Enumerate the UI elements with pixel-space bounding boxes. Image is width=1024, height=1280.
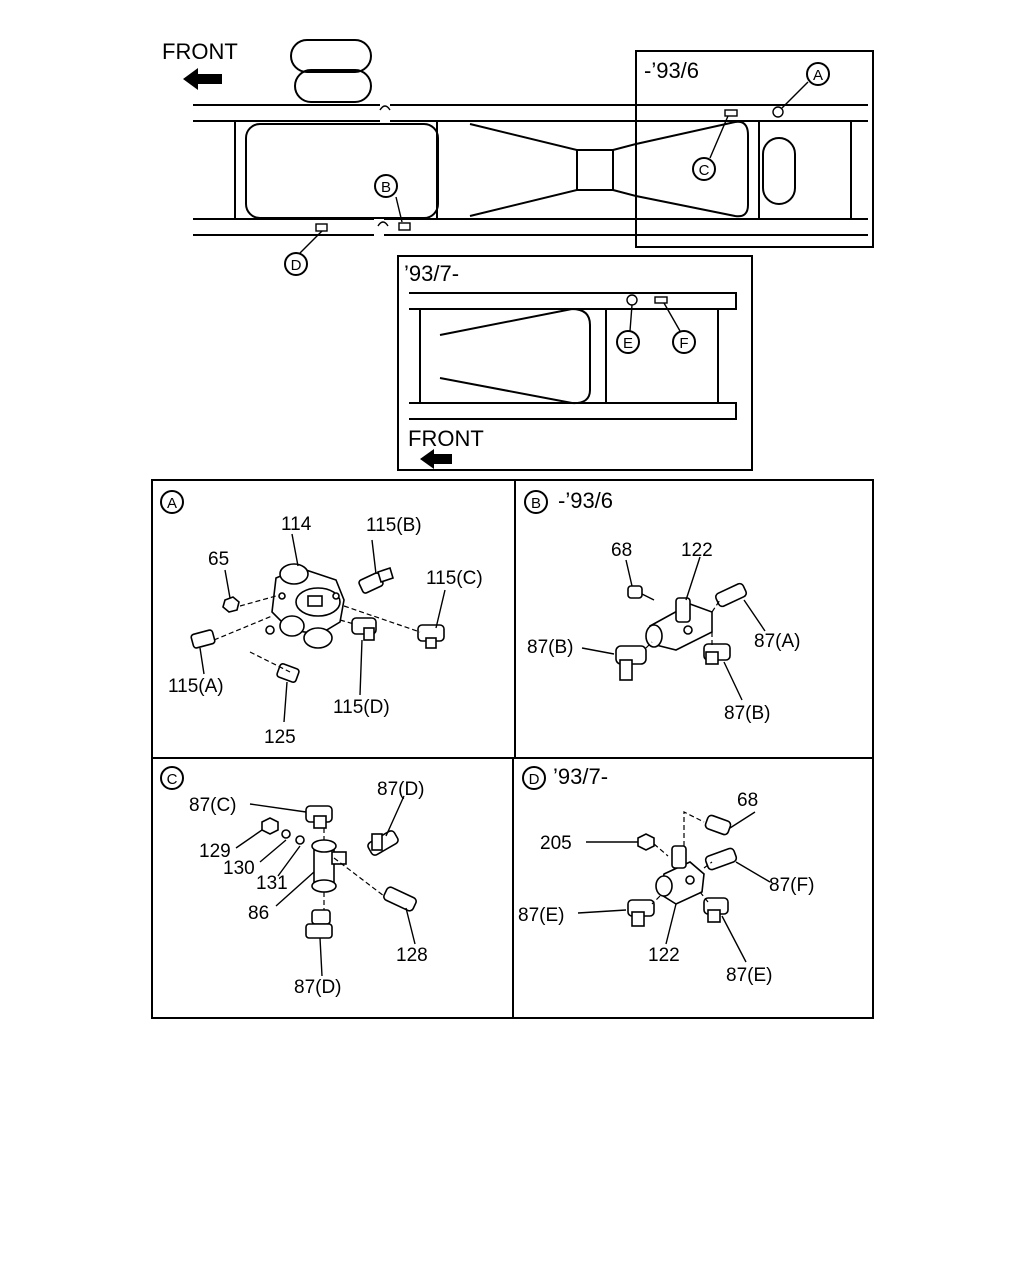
- bolt-68-icon: [627, 585, 655, 601]
- part-205: 205: [540, 833, 572, 854]
- part-130: 130: [223, 858, 255, 879]
- part-87f: 87(F): [769, 875, 814, 896]
- panel-c: C 87(C) 87(D) 129 1: [160, 766, 428, 998]
- fitting-87b-bottom-icon: [703, 643, 731, 665]
- part-128: 128: [396, 945, 428, 966]
- mark-d: [315, 223, 328, 232]
- detail-grid: [151, 479, 874, 1019]
- part-115d: 115(D): [333, 697, 390, 718]
- bolt-125-icon: [276, 663, 300, 683]
- part-87c: 87(C): [189, 795, 237, 816]
- part-115a: 115(A): [168, 676, 224, 697]
- tank-cradle: [245, 123, 439, 219]
- fitting-87d-bottom-icon: [305, 909, 333, 939]
- inset-late: ’93/7- E F FRONT: [397, 255, 753, 471]
- air-tank-upper: [290, 39, 372, 73]
- double-check-valve-icon: [645, 597, 713, 651]
- panel-b: B -’93/6 68 122 87(B) 87(A) 87(B): [524, 488, 800, 724]
- mark-c: [724, 109, 738, 117]
- double-check-valve-icon: [655, 845, 705, 905]
- fitting-87f-icon: [704, 847, 738, 871]
- bolt-68-icon: [704, 814, 732, 836]
- part-115b: 115(B): [366, 515, 422, 536]
- part-86: 86: [248, 903, 269, 924]
- part-87e-bottom: 87(E): [726, 965, 772, 986]
- fitting-87d-top-icon: [367, 830, 399, 856]
- part-65: 65: [208, 549, 229, 570]
- callout-a: A: [813, 67, 823, 84]
- bolt-128-icon: [383, 886, 417, 912]
- chassis-top-view: FRONT D B -’93/6: [162, 39, 874, 276]
- mark-b: [398, 222, 411, 231]
- front-arrow-icon: [183, 68, 222, 90]
- fitting-87b-left-icon: [615, 645, 647, 681]
- part-115c: 115(C): [426, 568, 483, 589]
- inset-late-label: ’93/7-: [404, 261, 459, 286]
- part-125: 125: [264, 727, 296, 748]
- washer-130-icon: [281, 829, 291, 839]
- part-68: 68: [611, 540, 632, 561]
- nut-65-icon: [222, 596, 240, 613]
- panel-c-badge: C: [167, 771, 178, 788]
- part-87b-bottom: 87(B): [724, 703, 770, 724]
- panel-d-title: ’93/7-: [553, 764, 608, 789]
- callout-f: F: [679, 335, 688, 352]
- nut-129-icon: [261, 817, 279, 835]
- part-129: 129: [199, 841, 231, 862]
- fitting-87e-left-icon: [627, 899, 655, 927]
- mark-e: [626, 294, 638, 306]
- mark-a: [772, 106, 784, 118]
- nut-205-icon: [637, 833, 655, 851]
- part-122: 122: [681, 540, 713, 561]
- inset-early-label: -’93/6: [644, 58, 699, 83]
- panel-a-badge: A: [167, 495, 177, 512]
- panel-d-badge: D: [529, 771, 540, 788]
- fitting-115a-icon: [190, 629, 216, 649]
- part-87e-left: 87(E): [518, 905, 564, 926]
- panel-d: D ’93/7- 68 205 87(F) 87(E): [518, 764, 814, 986]
- front-label: FRONT: [162, 39, 238, 64]
- panel-b-badge: B: [531, 495, 541, 512]
- inset-front-label: FRONT: [408, 426, 484, 451]
- part-87d-top: 87(D): [377, 779, 425, 800]
- part-87b-left: 87(B): [527, 637, 573, 658]
- fitting-115d-icon: [351, 617, 377, 641]
- part-87d-bottom: 87(D): [294, 977, 342, 998]
- inset-early: [635, 50, 874, 248]
- fitting-87e-bottom-icon: [703, 897, 729, 923]
- part-131: 131: [256, 873, 288, 894]
- mark-f: [654, 296, 668, 304]
- fitting-115c-icon: [417, 624, 445, 649]
- part-114: 114: [281, 514, 312, 535]
- tee-valve-86-icon: [311, 839, 347, 893]
- panel-a: A: [160, 490, 483, 748]
- fitting-87a-icon: [714, 582, 748, 608]
- callout-e: E: [623, 335, 633, 352]
- callout-c: C: [699, 162, 710, 179]
- part-68: 68: [737, 790, 758, 811]
- relay-valve-icon: [265, 563, 345, 649]
- break-marks: [377, 105, 391, 227]
- part-87a: 87(A): [754, 631, 800, 652]
- callout-d: D: [291, 257, 302, 274]
- air-tank-lower: [294, 69, 372, 103]
- panel-b-title: -’93/6: [558, 488, 613, 513]
- front-arrow-icon: [420, 449, 452, 469]
- callout-b: B: [381, 179, 391, 196]
- fitting-87c-icon: [305, 805, 333, 829]
- washer-131-icon: [295, 835, 305, 845]
- part-122: 122: [648, 945, 680, 966]
- fitting-115b-icon: [358, 566, 394, 594]
